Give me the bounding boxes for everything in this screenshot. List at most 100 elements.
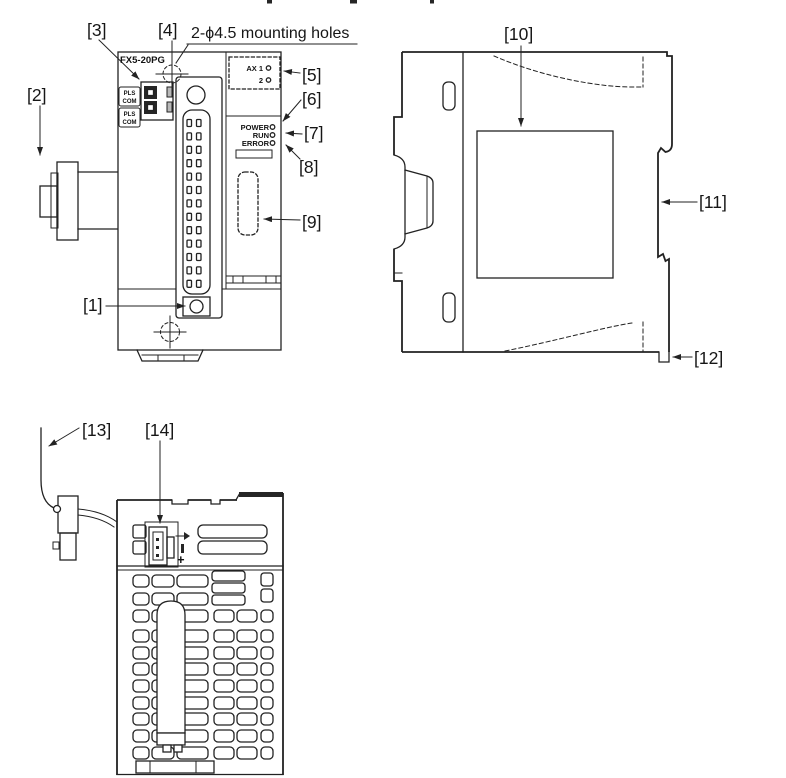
callout-4-label: [4]	[158, 20, 177, 40]
connector-pin	[195, 132, 202, 141]
vent-slot	[236, 729, 258, 743]
side-slot-top	[442, 81, 456, 111]
side-top-right-edge	[402, 51, 673, 144]
vent-slot	[236, 712, 258, 726]
connector-pin	[195, 266, 202, 275]
side-connector-bulge	[404, 169, 434, 235]
bottom-slot-small-2	[132, 540, 147, 555]
vent-slot	[236, 746, 258, 760]
vent-slot	[132, 646, 150, 660]
vent-slot	[260, 646, 274, 660]
callout-6-label: [6]	[302, 89, 321, 109]
vent-slot	[213, 696, 235, 710]
pulse-terminal-block	[140, 81, 174, 121]
callout-11-label: [11]	[699, 192, 727, 212]
vent-slot	[213, 712, 235, 726]
vent-slot	[260, 712, 274, 726]
side-connector-flange	[393, 154, 406, 250]
terminal-label-1: PLS COM	[118, 86, 141, 107]
vent-slot	[213, 746, 235, 760]
polarity-key-arrow	[184, 532, 190, 540]
vent-slot	[236, 609, 258, 623]
connector-pin	[186, 199, 193, 208]
connector-pin	[195, 145, 202, 154]
vent-slot	[132, 712, 150, 726]
vent-slot	[260, 729, 274, 743]
callout-9-leader	[263, 216, 301, 223]
callout-9-label: [9]	[302, 212, 321, 232]
terminal-label-2: PLS COM	[118, 107, 141, 128]
vent-slot	[132, 592, 150, 606]
mounting-note-label: 2-ϕ4.5 mounting holes	[191, 25, 349, 42]
callout-5-leader	[283, 69, 301, 75]
connector-pin	[186, 185, 193, 195]
callout-10-label: [10]	[504, 24, 533, 44]
connector-pin	[186, 118, 193, 128]
connector-pin	[186, 226, 193, 235]
vent-slot	[236, 696, 258, 710]
bottom-slot-wide-1	[197, 524, 268, 539]
connector-pin	[186, 266, 193, 275]
vent-slot	[213, 646, 235, 660]
vent-slot	[213, 729, 235, 743]
battery-assembly	[40, 427, 118, 561]
connector-shell	[175, 76, 223, 319]
vent-slot	[132, 574, 150, 588]
callout-13-leader	[48, 427, 80, 447]
bottom-slot-wide-2	[197, 540, 268, 555]
battery-polarity-symbols: +	[175, 532, 190, 567]
connector-pin	[186, 159, 193, 168]
run-led-label: RUN	[253, 131, 269, 140]
terminal-label-1-line2: COM	[123, 99, 137, 105]
extension-connector-left	[39, 161, 118, 241]
callout-12-label: [12]	[694, 348, 723, 368]
connector-pin	[195, 279, 202, 288]
connector-pin	[186, 212, 193, 221]
callout-7-leader	[285, 130, 303, 137]
hidden-edge-bottom	[504, 322, 633, 352]
connector-pin	[195, 226, 202, 235]
vent-slot	[236, 629, 258, 643]
vent-slot	[176, 574, 209, 588]
power-led-dot	[269, 124, 276, 130]
ax2-led-dot	[265, 77, 272, 83]
callout-13-label: [13]	[82, 420, 111, 440]
vent-slot	[176, 592, 209, 606]
din-hook-bottom	[657, 251, 670, 352]
vent-slot	[151, 574, 175, 588]
vent-slot	[213, 662, 235, 676]
connector-pin	[195, 172, 202, 181]
connector-pin	[186, 172, 193, 181]
cover-hinge-tab	[265, 275, 277, 284]
vent-slot-right	[260, 588, 274, 603]
callout-labels: [1] [2] [3] [4] [5] [6] [7] [8] [9] [10]…	[27, 20, 727, 524]
vent-slot	[132, 696, 150, 710]
power-led-label: POWER	[241, 123, 270, 132]
vent-slot	[176, 746, 209, 760]
terminal-label-1-line1: PLS	[124, 91, 136, 97]
vent-slot	[132, 609, 150, 623]
run-led-dot	[269, 132, 276, 138]
hidden-edge-top	[493, 55, 642, 88]
callout-5-label: [5]	[302, 65, 321, 85]
battery-block-lower	[59, 532, 77, 561]
battery-wire-grommet	[52, 504, 62, 514]
vent-slot	[260, 696, 274, 710]
callout-3-leader	[98, 39, 140, 80]
vent-slot	[236, 679, 258, 693]
error-led-dot	[269, 140, 276, 146]
mounting-hole-bottom	[153, 315, 187, 349]
vent-slot	[132, 746, 150, 760]
callout-1-label: [1]	[83, 295, 102, 315]
vent-slot-right	[260, 572, 274, 587]
mounting-note-leader	[175, 44, 189, 64]
connector-screw-top	[186, 85, 206, 105]
battery-block-upper	[57, 495, 79, 534]
side-slot-bottom	[442, 292, 456, 323]
nameplate-square	[476, 130, 614, 279]
side-left-edge-upper	[393, 52, 403, 155]
bottom-top-bar	[239, 492, 283, 497]
vent-slot	[213, 609, 235, 623]
vent-slot	[132, 662, 150, 676]
